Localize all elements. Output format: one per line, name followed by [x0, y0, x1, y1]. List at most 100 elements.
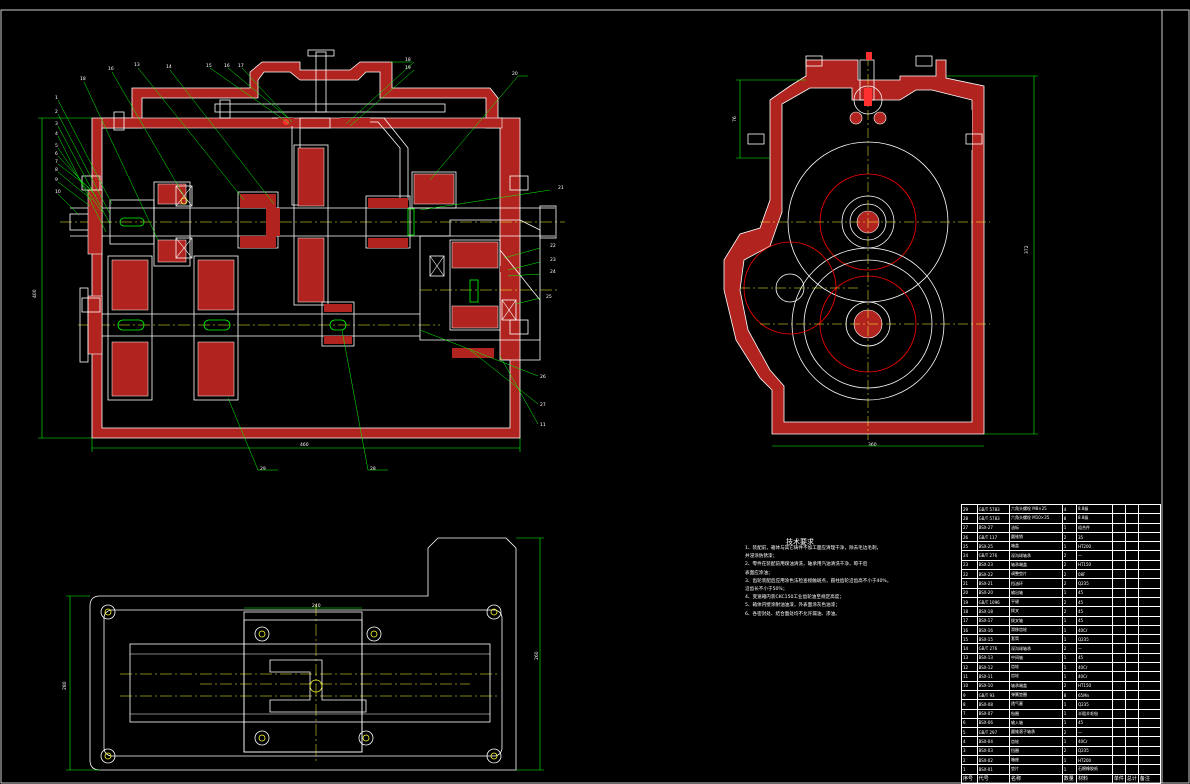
bom-cell: 2: [961, 754, 978, 766]
bom-cell: [1124, 531, 1139, 543]
bom-header-row: 序号代号名称数量材料单件总计备注: [961, 773, 1162, 784]
bom-cell: [1124, 587, 1139, 598]
bom-cell: [1111, 569, 1126, 580]
bom-cell: 挡圈: [1009, 745, 1063, 757]
pn-left-3: 4: [55, 131, 58, 137]
bom-cell: [1137, 652, 1162, 664]
bom-cell: [1111, 606, 1126, 617]
bom-cell: BSX-27: [976, 522, 1011, 533]
bom-cell: [1111, 662, 1126, 673]
gear-h: [321, 301, 355, 347]
bom-cell: 单件: [1111, 773, 1126, 784]
dim-plan-height: 260: [534, 651, 540, 660]
bom-cell: 深沟球轴承: [1009, 550, 1063, 561]
bom-cell: 输出轴: [1009, 587, 1063, 598]
bom-cell: 8: [1061, 689, 1077, 701]
bom-cell: 中间轴: [1009, 652, 1063, 664]
bom-cell: [1137, 606, 1162, 617]
bom-cell: GB/T 93: [976, 689, 1011, 701]
bom-cell: 毡圈: [1009, 708, 1063, 719]
bom-cell: [1137, 689, 1162, 701]
bom-cell: 40Cr: [1075, 736, 1113, 747]
bom-cell: [1111, 671, 1126, 682]
tech-req-item: 并浸涂防锈漆；: [745, 554, 778, 560]
bom-cell: 15: [961, 634, 978, 645]
bom-cell: 2: [1061, 550, 1077, 561]
bom-cell: [1124, 662, 1139, 673]
bom-cell: 35: [1075, 531, 1113, 543]
bom-cell: BSX-08: [976, 699, 1011, 710]
bom-cell: 1: [1061, 754, 1077, 766]
bom-cell: 齿轮: [1009, 671, 1063, 682]
pn-left-7: 8: [55, 167, 58, 173]
bom-cell: 9: [961, 689, 978, 701]
bom-cell: 1: [1061, 522, 1077, 533]
shift-rod: [315, 51, 327, 113]
bearing-left-top: [175, 185, 193, 207]
bom-cell: [1137, 754, 1162, 766]
bom-cell: 组合件: [1075, 522, 1113, 533]
pn-top-3: 14: [166, 64, 172, 70]
bom-cell: [1137, 699, 1162, 710]
bom-cell: [1111, 764, 1126, 775]
bom-cell: [1137, 503, 1162, 515]
bom-cell: Q235: [1075, 745, 1113, 757]
bom-cell: 2: [1061, 680, 1077, 691]
bom-cell: [1124, 643, 1139, 654]
bom-cell: 2: [1061, 596, 1077, 608]
bom-cell: [1124, 764, 1139, 775]
bom-cell: 45: [1075, 587, 1113, 598]
bom-cell: 40Cr: [1075, 624, 1113, 636]
bom-cell: BSX-11: [976, 671, 1011, 682]
bom-cell: 17: [961, 615, 978, 626]
bom-cell: [1111, 708, 1126, 719]
bom-cell: 23: [961, 559, 978, 571]
bom-cell: Q235: [1075, 578, 1113, 589]
bom-cell: [1124, 754, 1139, 766]
bom-cell: 2: [1061, 531, 1077, 543]
bom-cell: —: [1075, 643, 1113, 654]
bom-cell: [1124, 652, 1139, 664]
bom-cell: 40Cr: [1075, 671, 1113, 682]
bom-cell: 2: [1061, 559, 1077, 571]
tech-req-item: 5、箱体内壁涂耐油油漆，外表面涂灰色油漆；: [745, 603, 840, 609]
bom-cell: 45: [1075, 606, 1113, 617]
bom-cell: 5: [961, 727, 978, 738]
bom-cell: 6: [961, 717, 978, 729]
dim-side-width: 360: [868, 442, 877, 448]
bom-cell: 平键: [1009, 596, 1063, 608]
bom-cell: GB/T 276: [976, 643, 1011, 654]
bom-cell: [1124, 615, 1139, 626]
bom-cell: 40Cr: [1075, 662, 1113, 673]
bom-cell: 4: [1061, 503, 1077, 515]
bom-cell: [1111, 689, 1126, 701]
bom-cell: 轴承端盖: [1009, 559, 1063, 571]
cover-rib: [101, 117, 503, 129]
bom-cell: 1: [1061, 662, 1077, 673]
bom-cell: 1: [1061, 764, 1077, 775]
bom-cell: [1124, 671, 1139, 682]
bom-cell: [1124, 522, 1139, 533]
bom-cell: 六角头螺栓 M8×25: [1009, 503, 1063, 515]
bom-cell: 弹簧垫圈: [1009, 689, 1063, 701]
bom-cell: 20: [961, 587, 978, 598]
bom-cell: [1137, 736, 1162, 747]
pn-right-1: 21: [558, 185, 564, 191]
pn-left-5: 6: [55, 151, 58, 157]
bom-cell: 19: [961, 596, 978, 608]
bom-cell: [1137, 615, 1162, 626]
bom-cell: [1124, 689, 1139, 701]
bom-cell: 4: [961, 736, 978, 747]
tech-req-item: 4、变速箱内装CKC150工业齿轮油至规定高度；: [745, 595, 844, 601]
bom-cell: 垫片: [1009, 764, 1063, 775]
